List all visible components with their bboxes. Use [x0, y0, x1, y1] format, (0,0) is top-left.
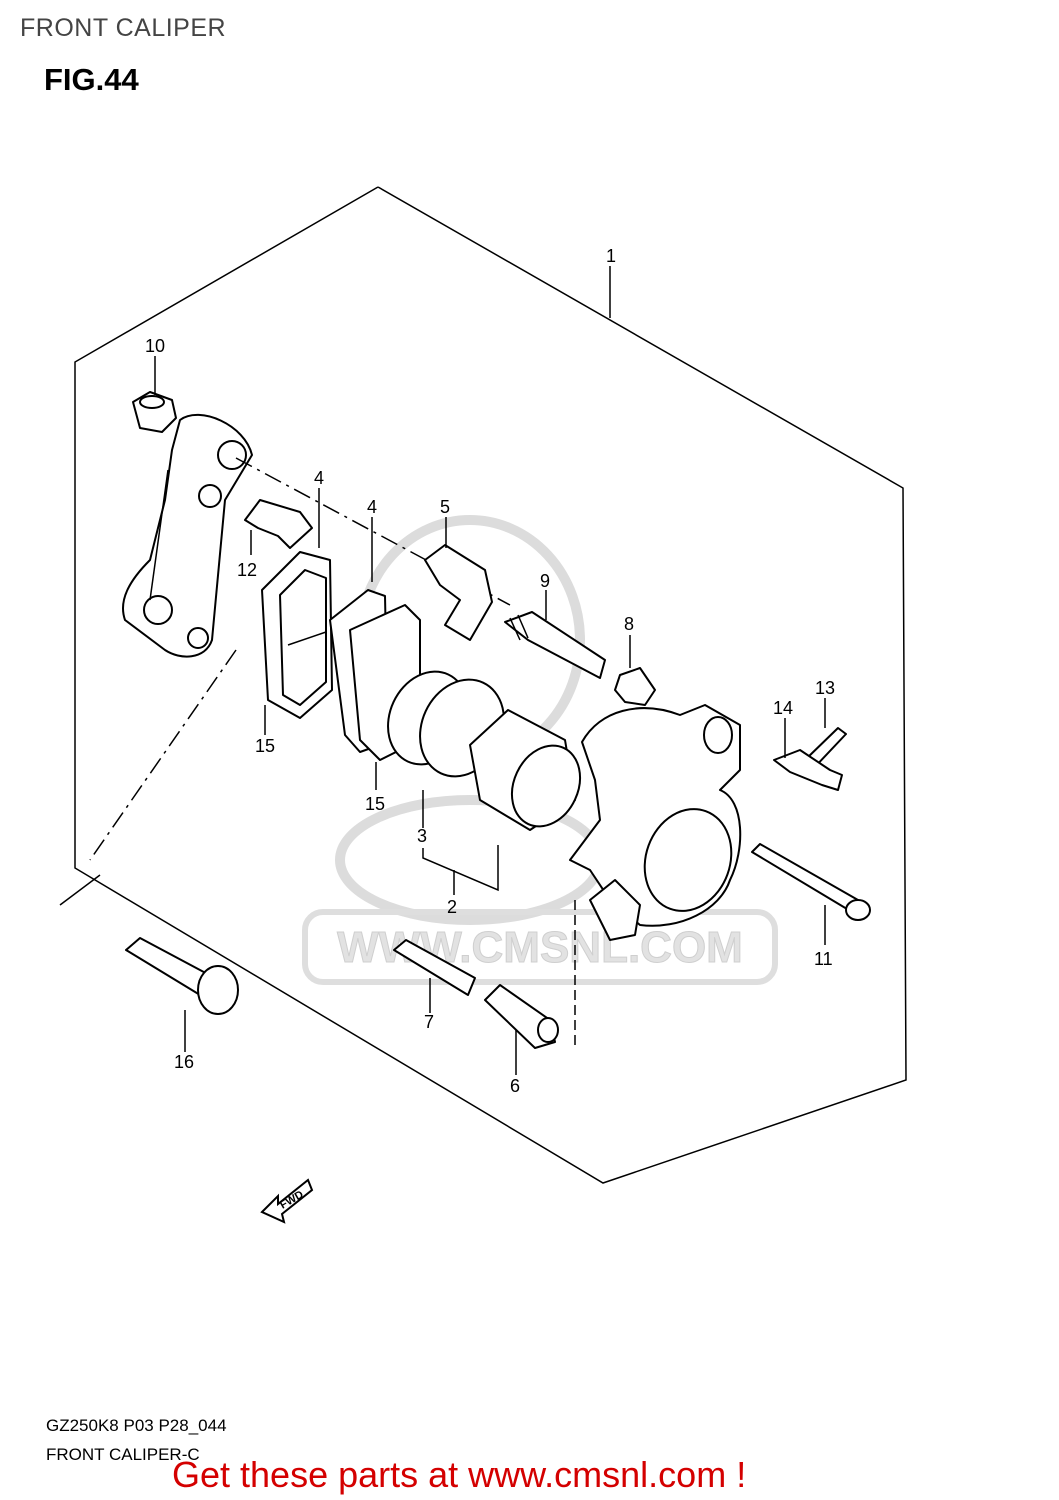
part-brake-pad-left: [261, 551, 333, 719]
callout-13: 13: [815, 678, 835, 698]
callout-9: 9: [540, 571, 550, 591]
callout-4b: 4: [367, 497, 377, 517]
part-pad-spring: [244, 499, 313, 549]
part-slide-pin-6: [484, 984, 559, 1049]
callout-15b: 15: [365, 794, 385, 814]
callout-14: 14: [773, 698, 793, 718]
part-piston: [469, 709, 582, 831]
callout-numbers: 1 10 4 4 5 9 8 13 14 12 15 15 3 2 11 16 …: [145, 246, 835, 1096]
assembly-outline: [74, 186, 907, 1184]
callout-11: 11: [814, 949, 833, 969]
diagram-code: GZ250K8 P03 P28_044: [46, 1416, 227, 1435]
axis-line-2: [89, 649, 237, 861]
part-bleeder-cap: [132, 391, 177, 433]
callout-16: 16: [174, 1052, 194, 1072]
leader-lines: [59, 266, 826, 1075]
diagram-name: FRONT CALIPER-C: [46, 1445, 200, 1464]
part-slide-pin-9: [504, 611, 606, 679]
callout-7: 7: [424, 1012, 434, 1032]
page-title: FRONT CALIPER: [20, 14, 227, 42]
part-banjo-14: [773, 749, 843, 791]
part-caliper-bracket: [122, 414, 253, 658]
part-pin-11: [751, 843, 871, 921]
part-bolt-16: [125, 937, 239, 1015]
forward-direction-icon: FWD: [260, 1178, 314, 1224]
part-boot-8: [614, 667, 656, 706]
callout-15a: 15: [255, 736, 275, 756]
part-caliper-body: [569, 704, 742, 941]
fwd-label: FWD: [278, 1189, 306, 1212]
callout-1: 1: [606, 246, 616, 266]
part-pad-clip: [424, 544, 493, 641]
part-slide-pin-7: [393, 939, 476, 996]
callout-12: 12: [237, 560, 257, 580]
callout-6: 6: [510, 1076, 520, 1096]
callout-3: 3: [417, 826, 427, 846]
callout-4a: 4: [314, 468, 324, 488]
callout-10: 10: [145, 336, 165, 356]
callout-2: 2: [447, 897, 457, 917]
cta-link[interactable]: Get these parts at www.cmsnl.com !: [172, 1454, 747, 1495]
figure-label: FIG.44: [44, 62, 139, 97]
callout-5: 5: [440, 497, 450, 517]
callout-8: 8: [624, 614, 634, 634]
